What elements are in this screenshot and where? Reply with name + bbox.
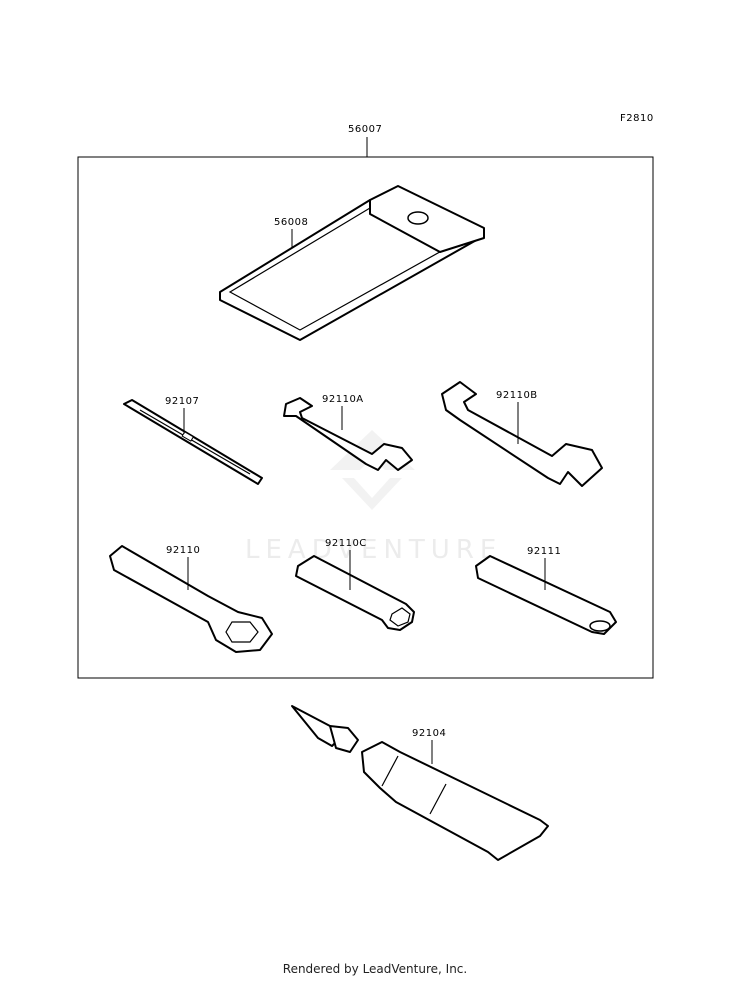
ring-wrench-part-label: 92110	[166, 545, 200, 556]
grease-tube-part-label: 92104	[412, 728, 446, 739]
footer-credit: Rendered by LeadVenture, Inc.	[282, 962, 468, 976]
handle-bar-part-label: 92111	[527, 546, 561, 557]
socket-wrench	[295, 555, 415, 631]
watermark-text: LEADVENTURE	[245, 535, 502, 565]
small-wrench-part-label: 92110A	[322, 394, 364, 405]
small-open-wrench	[283, 397, 413, 471]
assembly-number-label: 56007	[348, 124, 382, 135]
figure-code: F2810	[620, 113, 654, 124]
grease-tube-nozzle	[291, 705, 359, 753]
pouch-snap-button	[407, 211, 429, 225]
pouch-part-label: 56008	[274, 217, 308, 228]
large-open-wrench	[441, 381, 603, 487]
screwdriver-part-label: 92107	[165, 396, 199, 407]
tool-pouch	[219, 185, 485, 341]
socket-wrench-part-label: 92110C	[325, 538, 367, 549]
large-wrench-part-label: 92110B	[496, 390, 538, 401]
assembly-frame	[77, 156, 654, 679]
ring-wrench	[109, 545, 273, 653]
grease-tube	[361, 741, 549, 861]
screwdriver-tool	[123, 399, 263, 485]
handle-bar	[475, 555, 617, 635]
